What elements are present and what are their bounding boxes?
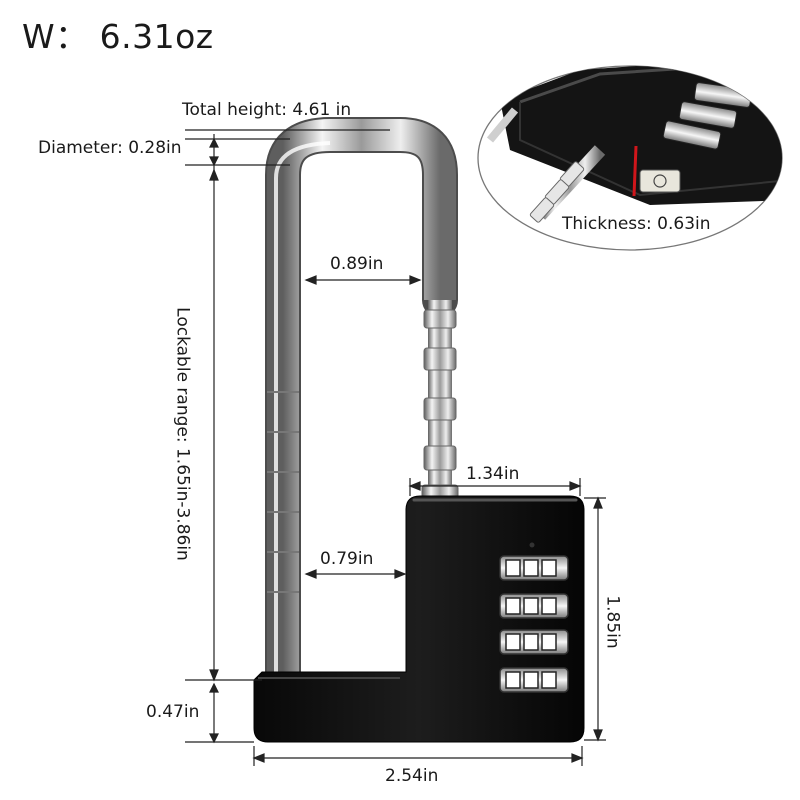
- lockable-range-label: Lockable range: 1.65in-3.86in: [172, 307, 193, 561]
- thickness-marker: [632, 145, 638, 197]
- lock-body: [253, 495, 585, 743]
- dial-row-2: [499, 593, 569, 619]
- dial-row-1: [499, 555, 569, 581]
- right-leg-segments: [421, 300, 459, 502]
- dial-row-4: [499, 667, 569, 693]
- body-width-label: 1.34in: [466, 464, 520, 484]
- combination-dials: [499, 555, 569, 693]
- dimension-lines: [185, 129, 606, 766]
- diameter-label: Diameter: 0.28in: [38, 138, 182, 158]
- inner-width-top-label: 0.89in: [330, 254, 384, 274]
- base-height-label: 0.47in: [146, 702, 200, 722]
- body-height-label: 1.85in: [602, 595, 623, 649]
- inset-shackle: [486, 107, 606, 223]
- thickness-label: Thickness: 0.63in: [562, 214, 711, 234]
- shackle: [265, 117, 459, 698]
- total-height-label: Total height: 4.61 in: [182, 100, 352, 120]
- weight-label: W： 6.31oz: [22, 17, 214, 56]
- left-leg-ribs: [267, 391, 299, 593]
- inner-width-bottom-label: 0.79in: [320, 549, 374, 569]
- dial-row-3: [499, 629, 569, 655]
- total-width-label: 2.54in: [385, 766, 439, 786]
